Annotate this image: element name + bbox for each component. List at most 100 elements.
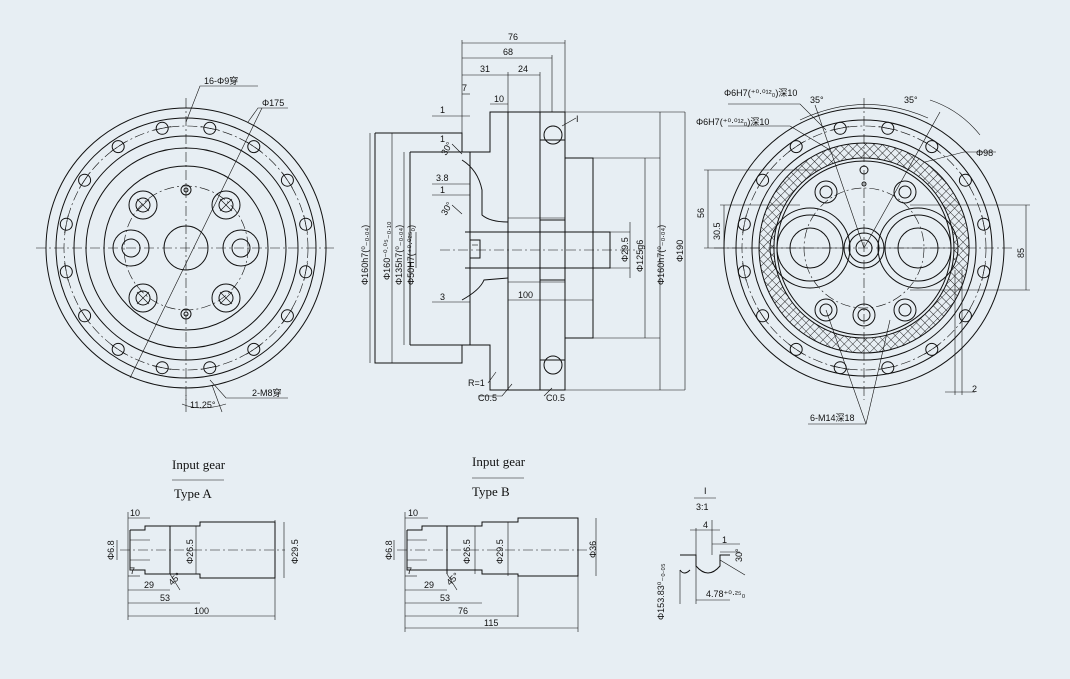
type-a-dim-100: 100 [194, 606, 209, 616]
front-bolt-hole-centerline [79, 308, 90, 324]
rear-bolt-hole [925, 140, 939, 154]
rear-bolt-hole [958, 309, 972, 323]
rear-outline [714, 98, 1014, 400]
front-bolt-hole [78, 173, 92, 187]
type-b-dim-29-5: Φ29.5 [495, 539, 505, 564]
type-a-caption-1: Input gear [172, 457, 226, 472]
rear-gears [769, 207, 959, 289]
front-bolt-hole-centerline [246, 141, 262, 152]
rear-bolt-hole-centerline [742, 262, 747, 281]
detail-title: I [704, 486, 707, 496]
section-dim-31: 31 [480, 64, 490, 74]
front-bolt-hole [247, 342, 261, 356]
front-bolt-hole [299, 265, 313, 279]
rear-bolt-hole-centerline [878, 365, 897, 370]
rear-bolt-hole-centerline [960, 172, 971, 188]
front-bolt-hole-centerline [246, 344, 262, 355]
rear-angle-2: 35° [904, 95, 918, 105]
type-a-dim-29: 29 [144, 580, 154, 590]
section-dia-50h7: Φ50H7(⁺⁰·⁰²⁵₀) [406, 225, 416, 285]
type-a-dim-26-5: Φ26.5 [185, 539, 195, 564]
front-thread-label: 2-M8穿 [252, 387, 282, 398]
rear-bolt-hole-centerline [788, 141, 804, 152]
front-gear-bores [112, 229, 260, 267]
type-b-dim-53: 53 [440, 593, 450, 603]
rear-bolt-hole-centerline [831, 365, 850, 370]
front-bolt-hole-centerline [303, 215, 308, 234]
rear-bolt-hole [789, 140, 803, 154]
type-a-dim-6-8: Φ6.8 [106, 540, 116, 560]
rear-bolt-hole [881, 361, 895, 375]
section-dim-7: 7 [462, 83, 467, 93]
front-bolt-hole [111, 342, 125, 356]
front-holes-label: 16-Φ9穿 [204, 75, 238, 86]
front-bolt-hole-centerline [303, 262, 308, 281]
type-b-shaft [393, 512, 597, 632]
section-dim-68: 68 [503, 47, 513, 57]
section-small-dim-5: 3 [440, 292, 445, 302]
front-bolt-hole-centerline [110, 344, 126, 355]
front-bolt-hole-centerline [64, 262, 69, 281]
front-view: 16-Φ9穿 Φ175 2-M8穿 11.25° [36, 75, 336, 413]
front-bolt-hole [203, 121, 217, 135]
type-b-dim-6-8: Φ6.8 [384, 540, 394, 560]
front-bolt-hole-centerline [79, 172, 90, 188]
front-bolt-hole [59, 217, 73, 231]
section-angle-2: 30° [439, 200, 455, 217]
rear-bolt-hole-centerline [981, 215, 986, 234]
rear-bolt-hole [881, 121, 895, 135]
rear-bolt-hole [833, 121, 847, 135]
type-b-dim-29: 29 [424, 580, 434, 590]
front-bolt-hole-centerline [110, 141, 126, 152]
front-dia-label: Φ175 [262, 98, 284, 108]
input-gear-type-b: Input gear Type B 10 Φ6.8 Φ26.5 [384, 454, 598, 632]
detail-profile [679, 520, 746, 604]
front-bolt-hole-centerline [200, 365, 219, 370]
section-outline [369, 40, 686, 397]
front-bolt-hole-centerline [153, 126, 172, 131]
rear-bolt-hole [958, 173, 972, 187]
rear-bolt-hole [925, 342, 939, 356]
section-view: 76 68 31 24 7 10 1 1 3.8 1 3 30° 30° I Φ… [360, 32, 686, 403]
rear-bolt-holes [737, 121, 991, 375]
front-bolt-hole [247, 140, 261, 154]
rear-bolt-hole [737, 265, 751, 279]
front-bolt-hole-centerline [64, 215, 69, 234]
type-a-dim-7: 7 [130, 566, 135, 576]
section-detail-mark: I [576, 114, 579, 124]
section-dim-100: 100 [518, 290, 533, 300]
rear-bolt-hole [789, 342, 803, 356]
front-bolt-hole-centerline [200, 126, 219, 131]
type-b-caption-2: Type B [472, 484, 510, 499]
front-bolt-hole [280, 173, 294, 187]
input-gear-type-a: Input gear Type A 10 Φ6.8 Φ26.5 Φ29.5 7 … [106, 457, 300, 620]
section-dia-160h7-right: Φ160h7(⁰₋₀.₀₄) [656, 225, 666, 285]
rear-bolt-hole-centerline [924, 344, 940, 355]
type-a-dim-10: 10 [130, 508, 140, 518]
section-dim-76: 76 [508, 32, 518, 42]
rear-angle-1: 35° [810, 95, 824, 105]
front-bolt-hole-centerline [153, 365, 172, 370]
front-outline [36, 98, 336, 400]
type-b-dim-76: 76 [458, 606, 468, 616]
type-a-caption-2: Type A [174, 486, 212, 501]
detail-dia: Φ153.83⁰₋₀.₀₅ [656, 563, 666, 620]
section-dim-10: 10 [494, 94, 504, 104]
rear-dia-label: Φ98 [976, 148, 993, 158]
rear-dim-2: 2 [972, 384, 977, 394]
front-bolt-hole-centerline [282, 172, 293, 188]
rear-thread-label: 6-M14深18 [810, 413, 855, 423]
section-small-dim-1: 1 [440, 105, 445, 115]
detail-dim-4: 4 [703, 520, 708, 530]
rear-bolt-hole-centerline [981, 262, 986, 281]
type-b-dim-26-5: Φ26.5 [462, 539, 472, 564]
rear-pin-label-2: Φ6H7(⁺⁰·⁰¹²₀)深10 [696, 117, 769, 127]
type-b-dim-115: 115 [484, 618, 498, 628]
rear-bolt-hole-centerline [831, 126, 850, 131]
rear-bolt-hole-centerline [924, 141, 940, 152]
type-a-shaft [116, 512, 285, 620]
rear-bolt-hole [756, 173, 770, 187]
rear-inner-holes [814, 165, 917, 327]
front-angle-label: 11.25° [190, 400, 216, 410]
section-dim-24: 24 [518, 64, 528, 74]
